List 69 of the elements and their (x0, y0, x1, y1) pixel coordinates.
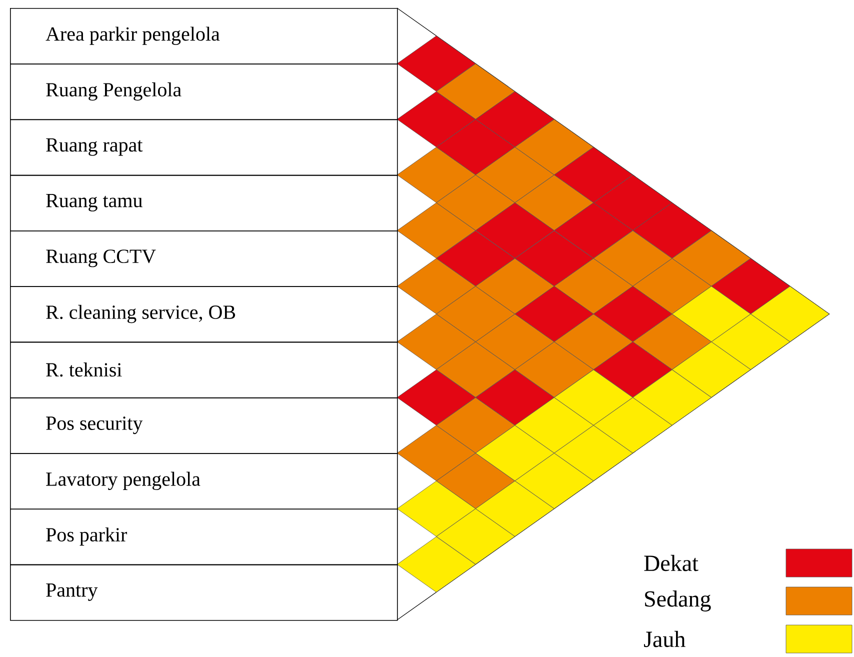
matrix-cell (436, 230, 516, 286)
room-row: Pos parkir (10, 508, 398, 566)
matrix-cell (554, 147, 633, 203)
room-row: Pos security (10, 398, 398, 454)
matrix-cell (593, 230, 672, 286)
matrix-cell (436, 397, 516, 454)
matrix-cell (593, 286, 672, 342)
matrix-cell (672, 286, 751, 342)
matrix-cell (396, 370, 476, 426)
matrix-cell (632, 370, 712, 426)
matrix-cell (436, 64, 516, 120)
matrix-cell (632, 202, 712, 258)
room-row: Area parkir pengelola (10, 8, 398, 64)
matrix-cell (396, 480, 476, 537)
legend-label: Sedang (645, 590, 711, 612)
matrix-cell (396, 36, 476, 92)
matrix-cell (475, 314, 554, 370)
matrix-cell (396, 425, 476, 482)
matrix-cell (554, 425, 633, 482)
matrix-cell (475, 258, 554, 314)
matrix-cell (436, 119, 516, 176)
matrix-cell (396, 258, 476, 314)
room-row: Ruang rapat (10, 119, 398, 176)
matrix-cell (475, 480, 554, 537)
matrix-cell (554, 258, 633, 314)
matrix-cell (711, 258, 790, 314)
matrix-cell (396, 91, 476, 148)
matrix-cell (475, 425, 554, 482)
matrix-cell (554, 202, 633, 258)
matrix-cell (672, 342, 751, 398)
matrix-cell (593, 342, 672, 398)
matrix-cell (396, 202, 476, 258)
matrix-cell (593, 174, 672, 231)
matrix-cell (436, 508, 516, 564)
matrix-cell (632, 314, 712, 370)
matrix-cell (436, 174, 516, 231)
matrix-cell (514, 397, 594, 454)
matrix-cell (514, 230, 594, 286)
room-row: Ruang Pengelola (10, 64, 398, 120)
matrix-cell (711, 314, 790, 370)
matrix-cell (475, 91, 554, 148)
matrix-cell (475, 370, 554, 426)
matrix-cell (475, 147, 554, 203)
matrix-cell (593, 397, 672, 454)
room-row: Pantry (10, 564, 398, 621)
matrix-cell (396, 147, 476, 203)
matrix-cell (475, 202, 554, 258)
room-row: R. teknisi (10, 342, 398, 398)
room-row: Ruang tamu (10, 174, 398, 232)
matrix-cell (750, 286, 830, 342)
matrix-cell (514, 119, 594, 176)
matrix-cell (396, 536, 476, 592)
matrix-cell (672, 230, 751, 286)
legend-label: Dekat (644, 554, 698, 572)
matrix-cell (514, 453, 594, 509)
matrix-cell (632, 258, 712, 314)
matrix-cell (514, 286, 594, 342)
matrix-cell (436, 286, 516, 342)
matrix-cell (514, 174, 594, 231)
room-row: Lavatory pengelola (10, 453, 398, 510)
matrix-cell (436, 453, 516, 509)
room-row: R. cleaning service, OB (10, 286, 398, 343)
room-row: Ruang CCTV (10, 230, 398, 287)
matrix-cell (396, 314, 476, 370)
matrix-cell (514, 342, 594, 398)
matrix-cell (554, 314, 633, 370)
legend-label: Jauh (644, 630, 686, 648)
matrix-cell (554, 370, 633, 426)
matrix-cell (436, 342, 516, 398)
